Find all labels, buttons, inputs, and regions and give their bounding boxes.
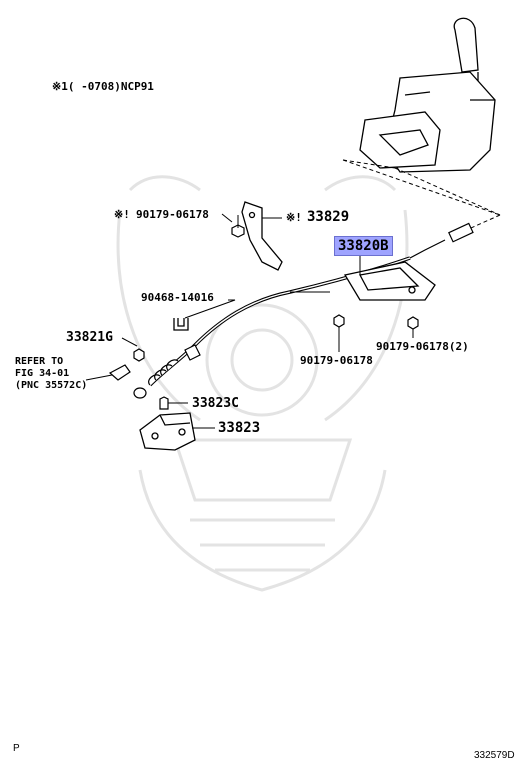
bolt-icon xyxy=(159,396,169,410)
callout-33823[interactable]: 33823 xyxy=(218,420,261,436)
cable-bracket xyxy=(343,261,436,301)
bracket-33829 xyxy=(241,201,283,271)
shift-lever-assembly xyxy=(359,17,496,173)
base-bracket xyxy=(139,412,196,451)
header-note: ※1( -0708)NCP91 xyxy=(52,80,154,93)
footer-left: P xyxy=(13,743,20,754)
callout-33820b[interactable]: 33820B xyxy=(334,236,393,256)
cable-end-spring xyxy=(108,344,201,399)
nut-icon xyxy=(407,316,419,330)
refer-note[interactable]: REFER TO FIG 34-01 (PNC 35572C) xyxy=(15,356,88,391)
leader-dashed xyxy=(342,159,501,216)
callout-90179-06178-top[interactable]: 90179-06178 xyxy=(136,208,209,221)
clip-icon xyxy=(173,318,189,331)
callout-33821g[interactable]: 33821G xyxy=(66,330,113,345)
callout-33829[interactable]: 33829 xyxy=(307,209,350,225)
callout-90179-06178-right[interactable]: 90179-06178(2) xyxy=(376,340,469,353)
watermark-emblem xyxy=(116,175,409,592)
callout-33823c[interactable]: 33823C xyxy=(192,396,239,411)
callout-90179-06178-mid[interactable]: 90179-06178 xyxy=(300,354,373,367)
fasteners xyxy=(133,224,419,410)
figure-code: 332579D xyxy=(474,750,515,761)
leader-lines xyxy=(237,215,414,352)
nut-icon xyxy=(333,314,345,328)
nut-icon xyxy=(133,348,145,362)
callout-leaders xyxy=(85,213,361,429)
mark-left: ※! xyxy=(114,208,130,221)
callout-90468-14016[interactable]: 90468-14016 xyxy=(141,291,214,304)
cable-end-connector xyxy=(409,222,474,259)
mark-right: ※! xyxy=(286,211,302,224)
